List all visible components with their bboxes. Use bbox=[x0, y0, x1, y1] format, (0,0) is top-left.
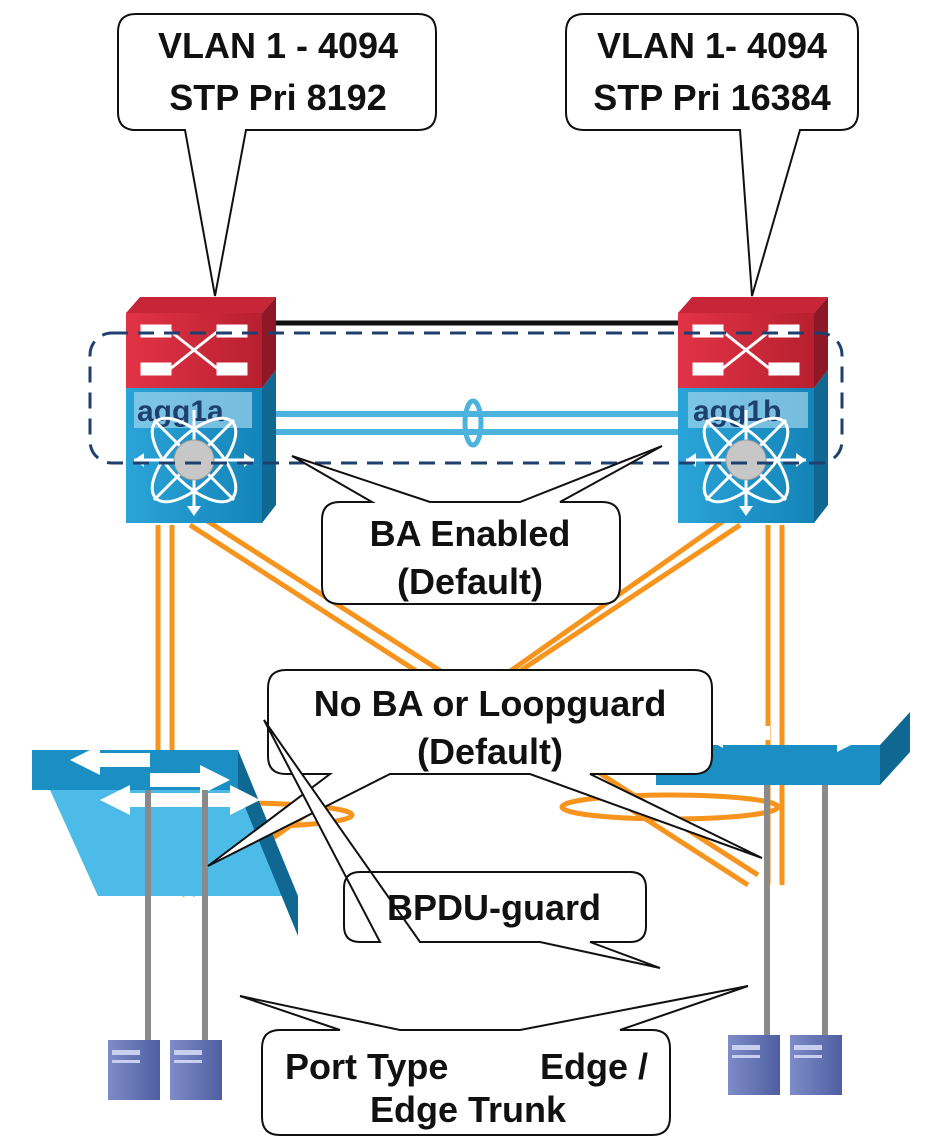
servers-left bbox=[108, 790, 222, 1100]
callout-ba-enabled: BA Enabled (Default) bbox=[291, 445, 663, 605]
server-icon bbox=[108, 1040, 160, 1100]
servers-right bbox=[728, 785, 842, 1095]
callout-bpdu-guard: BPDU-guard bbox=[263, 719, 661, 969]
callout-no-ba-line1: No BA or Loopguard bbox=[314, 683, 667, 724]
switch-cross-icon bbox=[692, 324, 800, 376]
callout-ba-enabled-line2: (Default) bbox=[397, 561, 543, 602]
callout-port-type-right: Edge / bbox=[540, 1046, 648, 1087]
callout-port-type-line2: Edge Trunk bbox=[370, 1089, 567, 1130]
callout-no-ba-line2: (Default) bbox=[417, 731, 563, 772]
agg-switch-right: agg1b bbox=[678, 297, 828, 523]
switch-cross-icon bbox=[140, 324, 248, 376]
callout-ba-enabled-line1: BA Enabled bbox=[370, 513, 571, 554]
server-icon bbox=[790, 1035, 842, 1095]
agg-switch-left: agg1a bbox=[126, 297, 276, 523]
callout-port-type: Port Type Edge / Edge Trunk bbox=[239, 985, 749, 1136]
server-icon bbox=[170, 1040, 222, 1100]
switch-arrows-icon bbox=[695, 718, 865, 752]
callout-stp-left-line1: VLAN 1 - 4094 bbox=[158, 25, 398, 66]
callout-stp-right-line1: VLAN 1- 4094 bbox=[597, 25, 827, 66]
switch-arrows-icon bbox=[70, 745, 260, 815]
callout-port-type-left: Port Type bbox=[285, 1046, 448, 1087]
peer-link-ellipse bbox=[462, 398, 484, 448]
callout-stp-right: VLAN 1- 4094 STP Pri 16384 bbox=[565, 13, 859, 297]
callout-stp-left-line2: STP Pri 8192 bbox=[169, 77, 386, 118]
vpc-domain-box bbox=[88, 331, 844, 465]
callout-no-ba: No BA or Loopguard (Default) bbox=[207, 669, 763, 867]
peer-link bbox=[262, 411, 686, 435]
callout-bpdu-guard-line1: BPDU-guard bbox=[387, 887, 601, 928]
server-icon bbox=[728, 1035, 780, 1095]
callout-stp-left: VLAN 1 - 4094 STP Pri 8192 bbox=[117, 13, 437, 297]
access-switch-left bbox=[32, 745, 298, 936]
callout-stp-right-line2: STP Pri 16384 bbox=[593, 77, 831, 118]
